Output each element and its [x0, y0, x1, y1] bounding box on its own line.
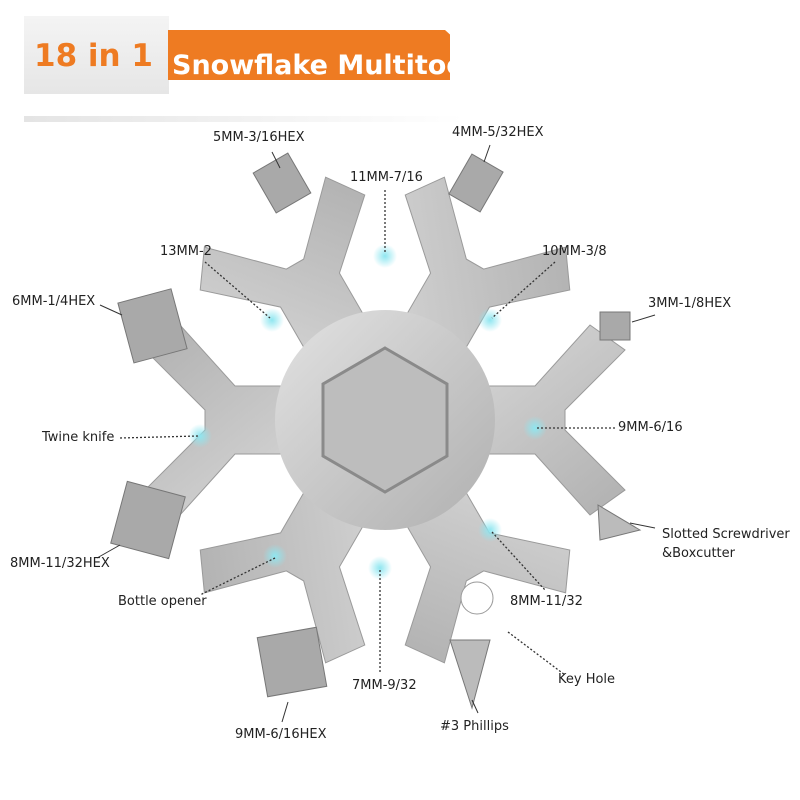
label-4mm-hex: 4MM-5/32HEX	[452, 125, 544, 140]
label-8mm-hex: 8MM-11/32HEX	[10, 556, 110, 571]
label-5mm-hex: 5MM-3/16HEX	[213, 130, 305, 145]
label-13mm: 13MM-2	[160, 244, 212, 259]
banner-arrow	[168, 30, 450, 80]
label-3mm-hex: 3MM-1/8HEX	[648, 296, 732, 311]
label-twine-knife: Twine knife	[42, 430, 115, 445]
label-8mm: 8MM-11/32	[510, 594, 583, 609]
label-bottle-opener: Bottle opener	[118, 594, 207, 609]
label-7mm: 7MM-9/32	[352, 678, 417, 693]
banner-badge: 18 in 1	[34, 38, 153, 74]
label-11mm: 11MM-7/16	[350, 170, 423, 185]
label-6mm-hex: 6MM-1/4HEX	[12, 294, 96, 309]
label-key-hole: Key Hole	[558, 672, 616, 687]
banner-shadow	[24, 116, 464, 122]
label-9mm: 9MM-6/16	[618, 420, 683, 435]
label-boxcutter: &Boxcutter	[662, 546, 735, 561]
label-9mm-hex: 9MM-6/16HEX	[235, 727, 327, 742]
banner-title: Snowflake Multitool	[172, 50, 475, 81]
label-slotted-screwdriver: Slotted Screwdriver	[662, 527, 790, 542]
banner-badge-bg	[24, 16, 169, 94]
label-10mm: 10MM-3/8	[542, 244, 607, 259]
label-phillips: #3 Phillips	[440, 719, 509, 734]
